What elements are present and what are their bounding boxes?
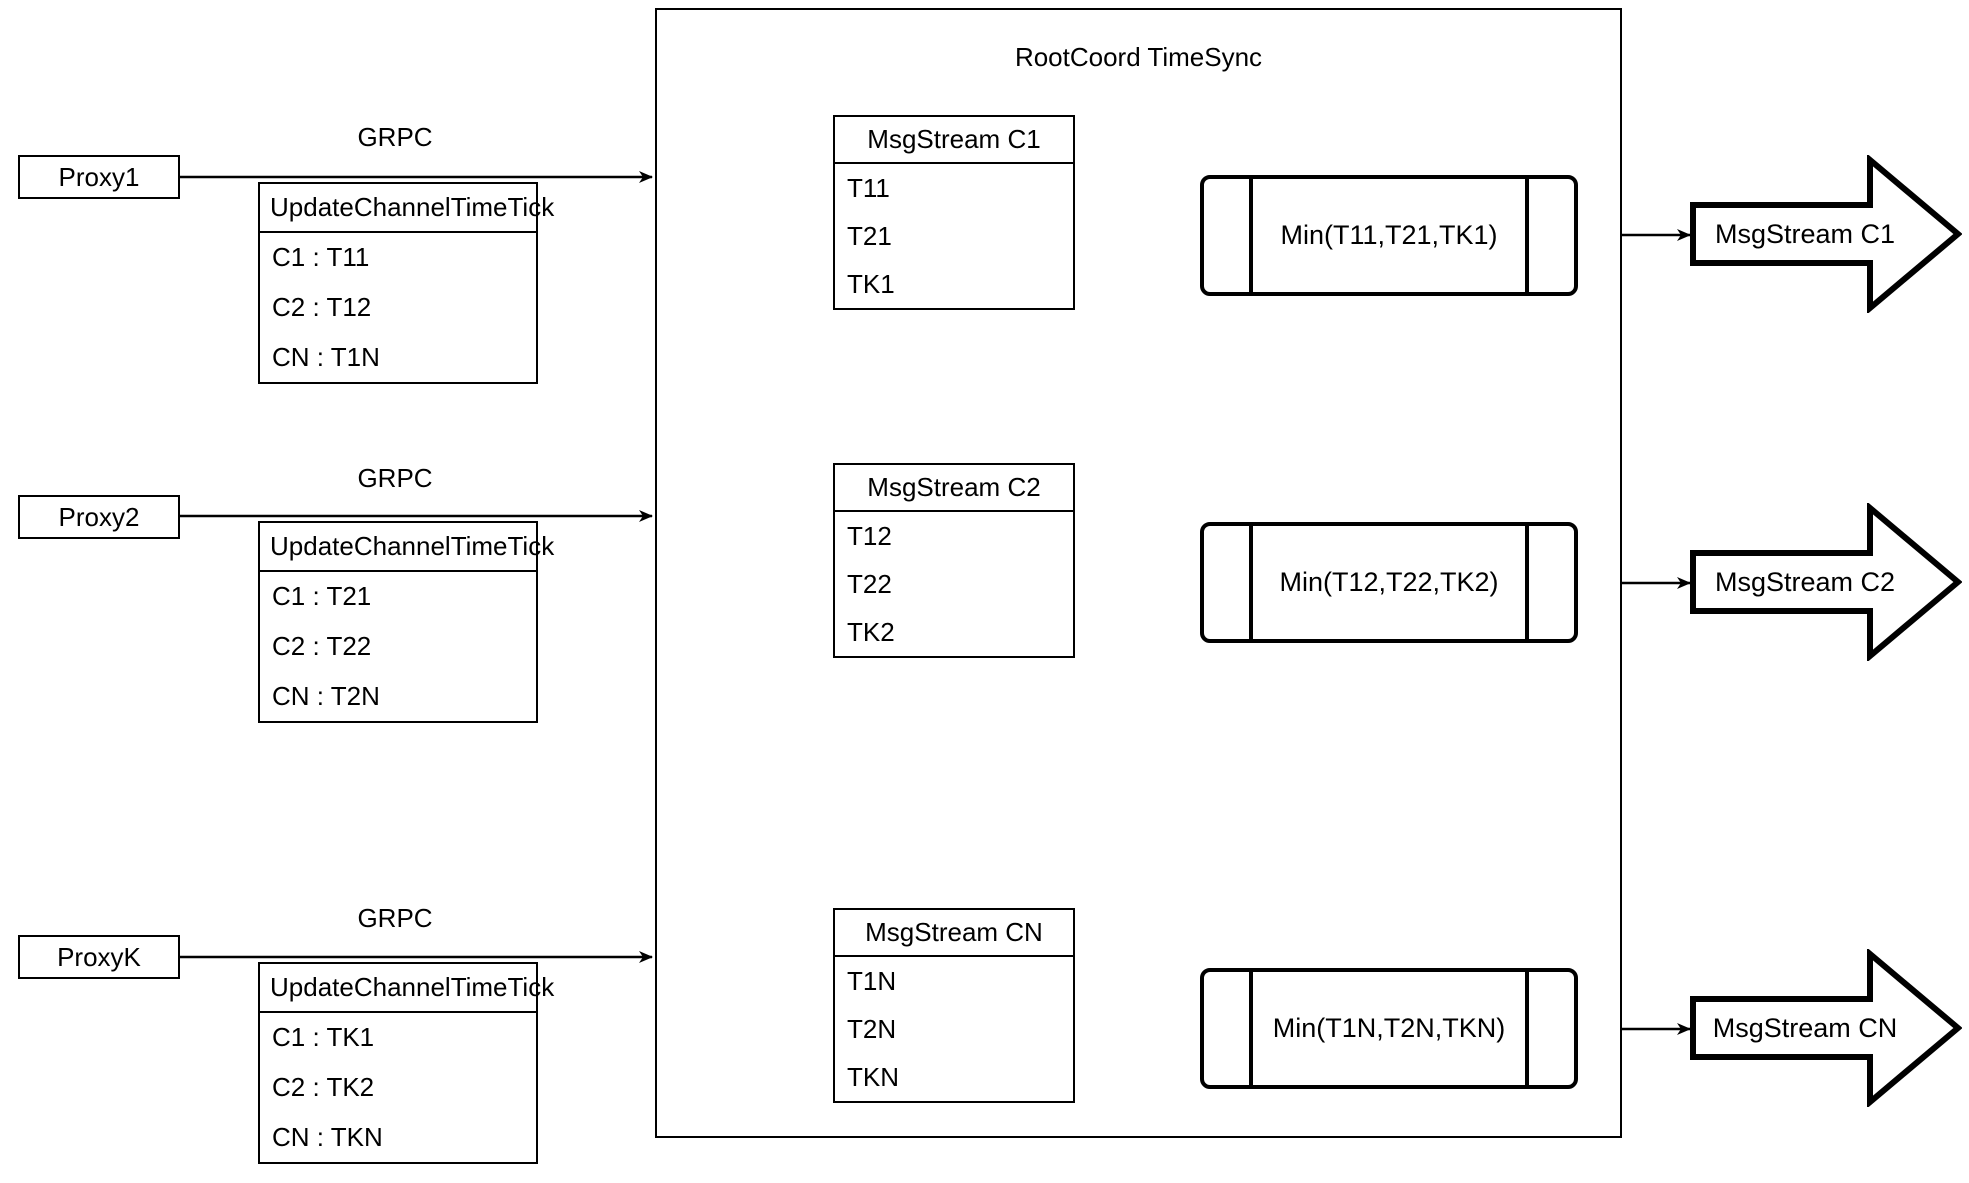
update-channel-timetick-entries-2: C1 : T21 C2 : T22 CN : T2N [260, 572, 536, 721]
process-divider-left [1249, 179, 1253, 292]
process-divider-right [1525, 179, 1529, 292]
msgstream-entry: TK2 [847, 616, 895, 647]
timetick-entry: C2 : T12 [272, 292, 372, 322]
timetick-entry: C1 : TK1 [272, 1022, 375, 1053]
msgstream-box-3: MsgStream CN T1N T2N TKN [833, 908, 1075, 1103]
output-arrow-2: MsgStream C2 [1690, 503, 1962, 661]
output-arrow-1: MsgStream C1 [1690, 155, 1962, 313]
msgstream-entries-2: T12 T22 TK2 [835, 512, 1073, 656]
update-channel-timetick-box-1: UpdateChannelTimeTick C1 : T11 C2 : T12 … [258, 182, 554, 384]
msgstream-title-1: MsgStream C1 [835, 117, 1073, 164]
output-arrow-3: MsgStream CN [1690, 949, 1962, 1107]
update-channel-timetick-title-2: UpdateChannelTimeTick [260, 523, 554, 572]
msgstream-entry: TK1 [847, 268, 895, 299]
proxy-box-3[interactable]: ProxyK [18, 935, 180, 979]
min-process-box-1: Min(T11,T21,TK1) [1200, 175, 1578, 296]
msgstream-box-2: MsgStream C2 T12 T22 TK2 [833, 463, 1075, 658]
min-process-label-3: Min(T1N,T2N,TKN) [1272, 1013, 1506, 1043]
msgstream-entry: T1N [847, 965, 897, 996]
timetick-entry: CN : T2N [272, 680, 380, 711]
min-process-label-2: Min(T12,T22,TK2) [1279, 567, 1499, 597]
grpc-label-3: GRPC [357, 903, 433, 933]
timetick-entry: C1 : T21 [272, 581, 372, 612]
update-channel-timetick-title-1: UpdateChannelTimeTick [260, 184, 554, 233]
grpc-label-1: GRPC [357, 122, 433, 152]
timetick-entry: CN : TKN [272, 1121, 383, 1152]
rootcoord-timesync-title: RootCoord TimeSync [1014, 42, 1263, 72]
process-divider-right [1525, 526, 1529, 639]
msgstream-entry: TKN [847, 1061, 899, 1092]
update-channel-timetick-title-3: UpdateChannelTimeTick [260, 964, 554, 1013]
msgstream-entry: T11 [847, 172, 890, 203]
proxy-box-2[interactable]: Proxy2 [18, 495, 180, 539]
min-process-box-2: Min(T12,T22,TK2) [1200, 522, 1578, 643]
proxy-box-1[interactable]: Proxy1 [18, 155, 180, 199]
grpc-label-2: GRPC [357, 463, 433, 493]
msgstream-entry: T2N [847, 1013, 897, 1044]
timetick-entry: CN : T1N [272, 341, 380, 372]
msgstream-title-3: MsgStream CN [835, 910, 1073, 957]
update-channel-timetick-entries-3: C1 : TK1 C2 : TK2 CN : TKN [260, 1013, 536, 1162]
process-divider-left [1249, 526, 1253, 639]
msgstream-entry: T22 [847, 568, 892, 599]
output-arrow-label-3: MsgStream CN [1712, 1012, 1898, 1043]
process-divider-left [1249, 972, 1253, 1085]
msgstream-title-2: MsgStream C2 [835, 465, 1073, 512]
timetick-entry: C1 : T11 [272, 242, 370, 273]
update-channel-timetick-entries-1: C1 : T11 C2 : T12 CN : T1N [260, 233, 536, 382]
timetick-entry: C2 : TK2 [272, 1072, 375, 1102]
min-process-label-1: Min(T11,T21,TK1) [1280, 220, 1498, 250]
update-channel-timetick-box-3: UpdateChannelTimeTick C1 : TK1 C2 : TK2 … [258, 962, 554, 1164]
min-process-box-3: Min(T1N,T2N,TKN) [1200, 968, 1578, 1089]
msgstream-entry: T21 [847, 220, 892, 251]
timetick-entry: C2 : T22 [272, 631, 372, 661]
msgstream-entries-1: T11 T21 TK1 [835, 164, 1073, 308]
output-arrow-label-2: MsgStream C2 [1714, 566, 1896, 597]
process-divider-right [1525, 972, 1529, 1085]
output-arrow-label-1: MsgStream C1 [1714, 218, 1896, 249]
msgstream-box-1: MsgStream C1 T11 T21 TK1 [833, 115, 1075, 310]
update-channel-timetick-box-2: UpdateChannelTimeTick C1 : T21 C2 : T22 … [258, 521, 554, 723]
msgstream-entries-3: T1N T2N TKN [835, 957, 1073, 1101]
msgstream-entry: T12 [847, 520, 892, 551]
